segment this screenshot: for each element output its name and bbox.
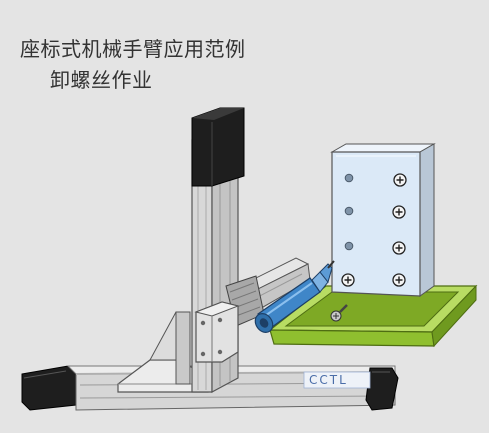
panel-screw-icon (392, 273, 406, 287)
caption: 座标式机械手臂应用范例 卸螺丝作业 (0, 0, 489, 110)
column-base-bracket (117, 311, 209, 393)
caption-title: 座标式机械手臂应用范例 (20, 37, 246, 61)
screwdriver-tool (254, 260, 335, 333)
brand-logo-text: CCTL (309, 373, 348, 387)
caption-subtitle: 卸螺丝作业 (50, 68, 153, 92)
carriage-plate (194, 301, 240, 363)
parts-tray (268, 284, 478, 348)
panel-screw-icon (392, 205, 406, 219)
panel-screw-icon (341, 273, 355, 287)
workpiece-panel (330, 143, 436, 297)
panel-screw-icon (393, 173, 407, 187)
removed-screw-icon (330, 304, 348, 322)
panel-screw-icon (392, 241, 406, 255)
brand-logo: CCTL (303, 371, 371, 389)
